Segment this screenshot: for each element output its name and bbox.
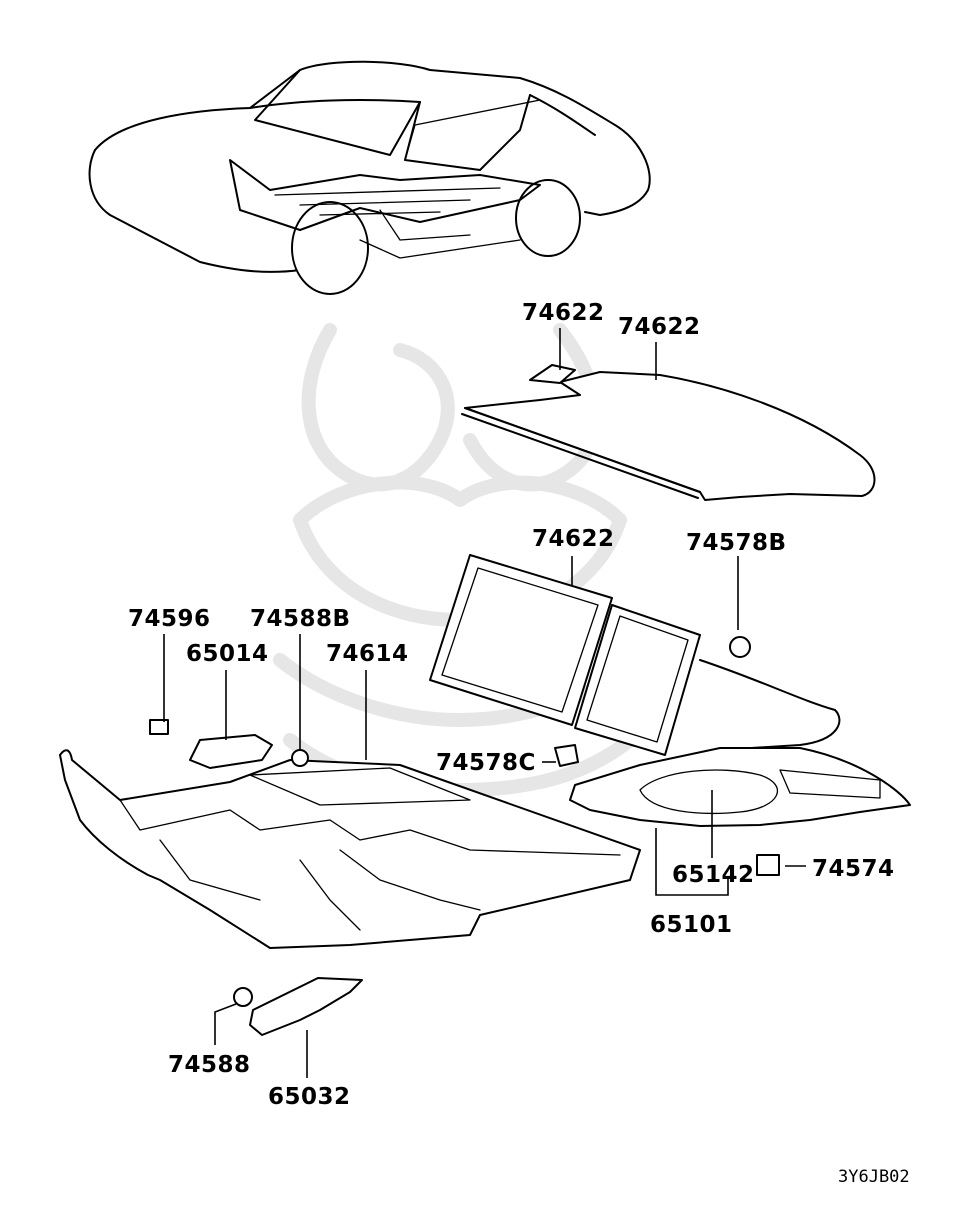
clip-74596-shape bbox=[149, 719, 169, 735]
part-label: 65014 bbox=[186, 641, 269, 667]
part-label: 74578B bbox=[686, 530, 787, 556]
part-label: 74596 bbox=[128, 606, 211, 632]
leader-lines bbox=[163, 328, 806, 1078]
rear-shelf-trim bbox=[461, 364, 876, 501]
part-label: 74622 bbox=[522, 300, 605, 326]
seatback-trim-panels bbox=[429, 554, 701, 756]
part-label: 65101 bbox=[650, 912, 733, 938]
floor-carpet bbox=[59, 719, 641, 949]
diagram-code: 3Y6JB02 bbox=[838, 1167, 910, 1187]
part-label: 74622 bbox=[532, 526, 615, 552]
part-label: 74588 bbox=[168, 1052, 251, 1078]
clip-74574-shape bbox=[756, 854, 780, 876]
part-labels: 74622 74622 74622 74578B 74596 65014 745… bbox=[128, 300, 895, 1110]
fastener-shapes bbox=[189, 636, 751, 1036]
part-label: 65142 bbox=[672, 862, 755, 888]
part-label: 74614 bbox=[326, 641, 409, 667]
part-label: 74588B bbox=[250, 606, 351, 632]
trunk-floor-mat bbox=[569, 659, 911, 876]
part-label: 74578C bbox=[436, 750, 536, 776]
part-label: 74622 bbox=[618, 314, 701, 340]
part-label: 65032 bbox=[268, 1084, 351, 1110]
part-label: 74574 bbox=[812, 856, 895, 882]
car-outline-illustration bbox=[88, 60, 651, 295]
